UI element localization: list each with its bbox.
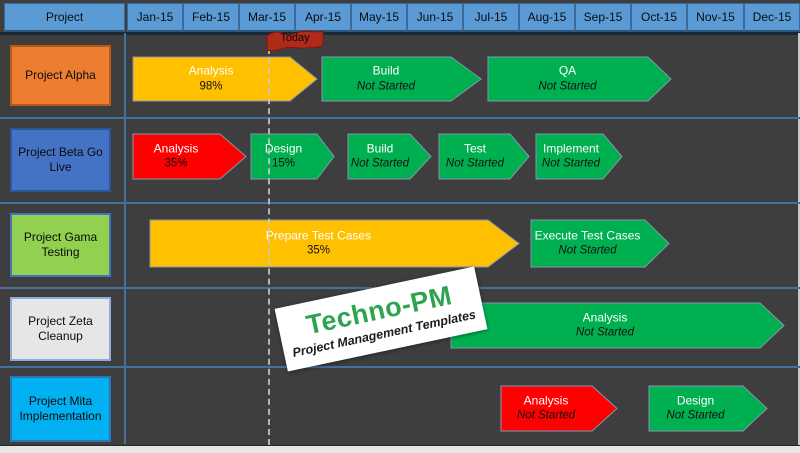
task-arrow[interactable]: Design Not Started xyxy=(648,385,768,432)
task-status: Not Started xyxy=(558,244,617,257)
header-cell-month: Jun-15 xyxy=(407,3,463,32)
task-label: Execute Test Cases xyxy=(534,228,641,243)
project-name: Project Zeta Cleanup xyxy=(28,314,93,343)
header-cell-month: Oct-15 xyxy=(631,3,687,32)
task-label: Test xyxy=(463,141,486,156)
header-cell-month: May-15 xyxy=(351,3,407,32)
header-cell-month: Sep-15 xyxy=(575,3,631,32)
task-arrow[interactable]: Analysis 98% xyxy=(132,56,318,102)
watermark-card: Techno-PM Project Management Templates xyxy=(274,266,488,372)
month-label: Nov-15 xyxy=(696,10,735,24)
header-project-label: Project xyxy=(45,10,84,24)
header-cell-month: Aug-15 xyxy=(519,3,575,32)
task-label: Build xyxy=(366,141,394,156)
task-label: Design xyxy=(676,393,715,408)
task-label: Analysis xyxy=(188,63,234,78)
task-status: Not Started xyxy=(356,80,416,93)
project-name: Project Gama Testing xyxy=(23,230,98,259)
project-box-alpha[interactable]: Project Alpha xyxy=(10,45,111,106)
task-arrow[interactable]: Design 15% xyxy=(250,133,335,180)
today-label: Today xyxy=(280,32,310,44)
task-arrow[interactable]: Build Not Started xyxy=(321,56,482,102)
task-status: 35% xyxy=(306,244,331,257)
task-status: 98% xyxy=(199,80,223,93)
task-label: Prepare Test Cases xyxy=(265,228,372,243)
task-status: 35% xyxy=(164,157,188,170)
project-box-gama[interactable]: Project Gama Testing xyxy=(10,213,111,277)
row-divider xyxy=(0,202,800,204)
task-arrow[interactable]: Build Not Started xyxy=(347,133,432,180)
header-cell-month: Apr-15 xyxy=(295,3,351,32)
month-label: Jun-15 xyxy=(416,10,454,24)
header-cell-month: Dec-15 xyxy=(744,3,800,32)
task-status: Not Started xyxy=(445,157,505,170)
header-cell-month: Feb-15 xyxy=(183,3,239,32)
task-status: Not Started xyxy=(538,80,597,93)
slide-right-edge xyxy=(798,33,800,453)
month-label: Feb-15 xyxy=(191,10,231,24)
header-cell-project: Project xyxy=(4,3,125,32)
project-box-beta[interactable]: Project Beta Go Live xyxy=(10,128,111,192)
header-cell-month: Jan-15 xyxy=(127,3,183,32)
header-cell-month: Jul-15 xyxy=(463,3,519,32)
task-label: Analysis xyxy=(582,310,628,325)
task-label: Implement xyxy=(542,141,600,156)
row-divider xyxy=(0,366,800,368)
task-status: Not Started xyxy=(666,409,725,422)
row-divider xyxy=(0,117,800,119)
task-arrow[interactable]: Test Not Started xyxy=(438,133,530,180)
project-name: Project Beta Go Live xyxy=(18,145,103,174)
header-cell-month: Nov-15 xyxy=(687,3,744,32)
header-cell-month: Mar-15 xyxy=(239,3,295,32)
project-name: Project Mita Implementation xyxy=(19,394,102,423)
project-box-mita[interactable]: Project Mita Implementation xyxy=(10,376,111,442)
flag-icon xyxy=(266,30,324,52)
project-column-divider xyxy=(124,33,126,444)
project-name: Project Alpha xyxy=(25,68,96,82)
task-status: Not Started xyxy=(350,157,410,170)
project-box-zeta[interactable]: Project Zeta Cleanup xyxy=(10,297,111,361)
month-label: Jan-15 xyxy=(136,10,174,24)
month-label: Aug-15 xyxy=(527,10,567,24)
month-label: May-15 xyxy=(358,10,399,24)
task-arrow[interactable]: QA Not Started xyxy=(487,56,672,102)
task-label: Build xyxy=(372,63,400,78)
slide-bottom-edge xyxy=(0,446,800,453)
task-status: 15% xyxy=(271,157,296,170)
task-arrow[interactable]: Analysis 35% xyxy=(132,133,247,180)
task-arrow[interactable]: Execute Test Cases Not Started xyxy=(530,219,670,268)
task-label: Analysis xyxy=(523,393,569,408)
today-flag: Today xyxy=(266,29,324,53)
slide-bottom-border xyxy=(0,445,800,446)
task-arrow[interactable]: Analysis Not Started xyxy=(500,385,618,432)
task-label: Analysis xyxy=(153,141,199,156)
today-dashed-line xyxy=(268,38,270,445)
month-label: Mar-15 xyxy=(247,10,286,24)
task-status: Not Started xyxy=(541,157,601,170)
month-label: Jul-15 xyxy=(474,10,508,24)
task-arrow[interactable]: Analysis Not Started xyxy=(450,302,785,349)
month-label: Sep-15 xyxy=(583,10,623,24)
task-status: Not Started xyxy=(516,409,576,422)
task-label: QA xyxy=(558,63,577,78)
month-label: Dec-15 xyxy=(752,10,792,24)
task-arrow[interactable]: Implement Not Started xyxy=(535,133,623,180)
month-label: Oct-15 xyxy=(640,10,677,24)
month-label: Apr-15 xyxy=(304,10,342,24)
task-status: Not Started xyxy=(575,326,635,339)
task-arrow[interactable]: Prepare Test Cases 35% xyxy=(149,219,520,268)
header-underline xyxy=(0,32,800,35)
task-label: Design xyxy=(264,141,303,156)
